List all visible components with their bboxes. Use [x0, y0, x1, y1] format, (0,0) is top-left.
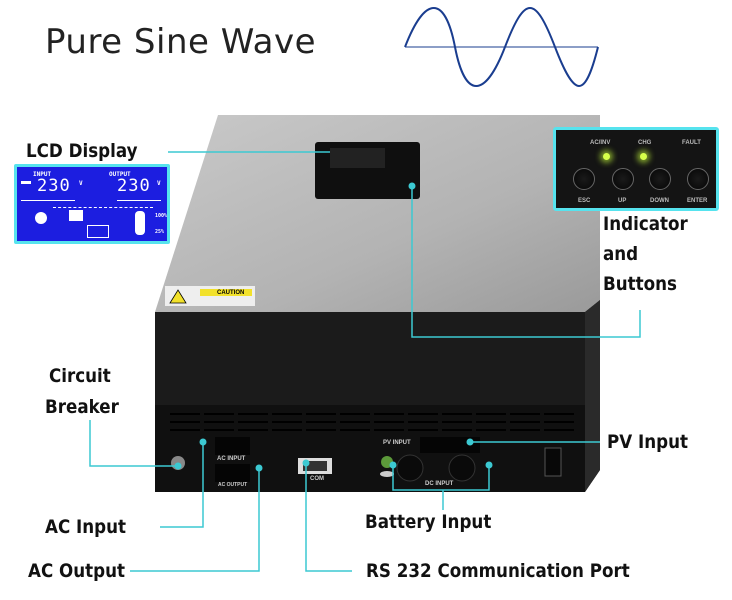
label-circuit: Circuit — [49, 365, 111, 387]
label-rs232: RS 232 Communication Port — [366, 560, 630, 582]
up-button[interactable] — [612, 168, 634, 190]
lcd-output-value: 230 — [117, 176, 151, 196]
label-ac-input: AC Input — [45, 516, 127, 538]
lcd-unit: V — [157, 180, 161, 187]
lcd-unit: V — [79, 180, 83, 187]
esc-label: ESC — [578, 198, 591, 204]
label-lcd-display: LCD Display — [26, 140, 138, 162]
enter-button[interactable] — [687, 168, 709, 190]
page-title: Pure Sine Wave — [45, 22, 317, 62]
caution-label: CAUTION — [217, 290, 245, 296]
label-ac-output: AC Output — [28, 560, 126, 582]
chg-led-icon — [640, 153, 647, 160]
indicator-panel-closeup: AC/INV CHG FAULT ESC UP DOWN ENTER — [553, 127, 719, 211]
label-and: and — [603, 243, 639, 265]
inverter-icon — [69, 210, 83, 221]
battery-icon — [87, 225, 109, 238]
lcd-load-low: 25% — [155, 229, 165, 235]
ac-led-icon — [603, 153, 610, 160]
indicator-chg: CHG — [638, 140, 652, 146]
sine-wave-icon — [404, 7, 599, 87]
label-buttons: Buttons — [603, 273, 677, 295]
enter-label: ENTER — [687, 198, 708, 204]
ac-source-icon — [35, 212, 47, 224]
ac-output-port-label: AC OUTPUT — [218, 482, 248, 488]
label-indicator: Indicator — [603, 213, 688, 235]
indicator-fault: FAULT — [682, 140, 701, 146]
lcd-output-label: OUTPUT — [109, 171, 131, 178]
ac-input-port-label: AC INPUT — [217, 456, 246, 462]
indicator-ac-inv: AC/INV — [590, 140, 611, 146]
lcd-input-label: INPUT — [33, 171, 52, 178]
pv-input-port-label: PV INPUT — [383, 440, 411, 446]
label-pv-input: PV Input — [607, 431, 689, 453]
down-label: DOWN — [650, 198, 669, 204]
label-breaker: Breaker — [45, 396, 119, 418]
esc-button[interactable] — [573, 168, 595, 190]
bulb-icon — [135, 211, 145, 235]
down-button[interactable] — [649, 168, 671, 190]
dc-input-port-label: DC INPUT — [425, 481, 454, 487]
lcd-load-high: 100% — [155, 213, 168, 219]
lcd-input-value: 230 — [37, 176, 71, 196]
up-label: UP — [618, 198, 627, 204]
com-port-label: COM — [310, 476, 324, 482]
lcd-display-closeup: INPUT OUTPUT 230 230 V V 100% 25% — [14, 164, 170, 244]
label-battery-input: Battery Input — [365, 511, 492, 533]
